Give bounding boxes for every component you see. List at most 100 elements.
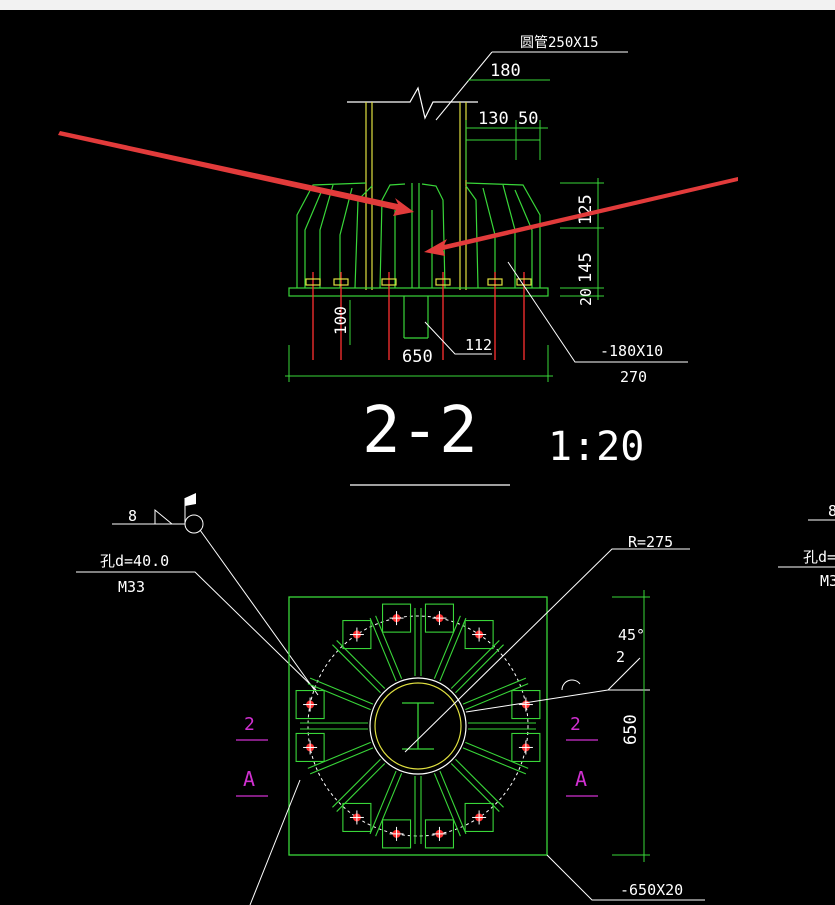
stiffener-rib-edge xyxy=(307,741,371,769)
center-web-plate xyxy=(411,183,420,288)
break-line xyxy=(347,86,478,120)
anchor-bolts-elevation xyxy=(312,272,525,360)
pipe-label: 圆管250X15 xyxy=(520,35,599,51)
stiffener-rib-edge xyxy=(336,640,386,689)
stiffeners-left xyxy=(296,182,406,289)
bolt-washer-plate xyxy=(295,732,325,763)
dim-180-label: 180 xyxy=(490,61,521,81)
weld-flag xyxy=(185,493,196,506)
edge-weld-label: 8 xyxy=(828,502,835,520)
section-mark-right-number: 2 xyxy=(570,714,581,735)
stiffeners-right xyxy=(421,182,541,289)
edge-hole-label: 孔d= xyxy=(803,548,835,566)
section-mark-left-number: 2 xyxy=(244,714,255,735)
stiffener-rib-edge xyxy=(332,758,381,808)
bolt-washer-plate xyxy=(381,603,412,633)
bolt-washer-plate xyxy=(511,732,541,763)
dim-650-label: 650 xyxy=(402,347,433,367)
section-mark-left: 2 A xyxy=(236,714,268,797)
washers-elevation xyxy=(305,278,532,286)
right-edge-partial: 8 孔d= M3 xyxy=(778,502,835,590)
annotation-arrow-left xyxy=(58,131,414,216)
stiffener-rib-edge xyxy=(439,617,467,682)
stiffener-rib-edge xyxy=(336,763,386,812)
dim-270-label: 270 xyxy=(620,368,647,386)
bolt-label: M33 xyxy=(118,578,145,596)
dim-650-vertical xyxy=(612,590,650,862)
angle-leader xyxy=(465,657,650,713)
stiffener-rib-edge xyxy=(369,617,397,682)
stiffener-rib-edge xyxy=(433,615,461,679)
section-mark-right: 2 A xyxy=(566,714,598,797)
bolt-washer-plate xyxy=(381,819,412,849)
base-plate-elevation xyxy=(288,287,549,297)
radial-stiffeners xyxy=(300,608,536,844)
stiffener-rib-edge xyxy=(375,615,403,679)
stiffener-rib-edge xyxy=(450,640,500,689)
radius-leader xyxy=(404,548,690,753)
dim-20-label: 20 xyxy=(577,288,595,306)
dim-50-label: 50 xyxy=(518,109,538,129)
anchor-bolts-plan xyxy=(295,603,541,849)
edge-bolt-label: M3 xyxy=(820,572,835,590)
stiffener-rib-edge xyxy=(439,770,467,835)
stiffener-rib-edge xyxy=(455,758,504,808)
bolt-washer-plate xyxy=(342,619,372,650)
stiffener-rib-edge xyxy=(455,644,504,694)
bolt-washer-plate xyxy=(342,802,372,833)
base-plate-plan xyxy=(288,596,548,856)
dim-145-label: 145 xyxy=(576,252,596,283)
dim-vertical-right xyxy=(560,178,604,300)
angle-label: 45° xyxy=(618,626,645,644)
stiffener-rib-edge xyxy=(462,747,527,775)
bolt-washer-plate xyxy=(464,802,494,833)
stiffener-plate-leader xyxy=(507,261,688,363)
stiffener-rib-edge xyxy=(465,741,529,769)
i-section xyxy=(402,702,434,750)
pipe-leader xyxy=(435,51,628,121)
pipe-outer xyxy=(369,677,467,775)
stiffener-plate-label: -180X10 xyxy=(600,342,663,360)
dim-650-vertical-label: 650 xyxy=(621,714,641,745)
section-2-2-elevation: 圆管250X15 180 130 50 125 145 20 xyxy=(285,35,688,486)
stiffener-rib-edge xyxy=(375,773,403,837)
hole-label: 孔d=40.0 xyxy=(100,552,169,570)
weld-size-label: 8 xyxy=(128,507,137,525)
weld-symbol xyxy=(112,498,319,696)
annotation-arrow-right xyxy=(424,177,738,256)
section-mark-left-letter: A xyxy=(243,767,255,791)
bolt-circle xyxy=(307,615,529,837)
angle-count-label: 2 xyxy=(616,648,625,666)
section-mark-right-letter: A xyxy=(575,767,587,791)
pipe-inner xyxy=(374,682,462,770)
dim-112-leader xyxy=(424,321,492,355)
annotation-arrows xyxy=(58,131,738,256)
dim-112-label: 112 xyxy=(465,336,492,354)
bolt-washer-plate xyxy=(464,619,494,650)
stiffener-rib-edge xyxy=(309,677,374,705)
stiffener-rib-edge xyxy=(465,683,529,711)
radius-label: R=275 xyxy=(628,533,673,551)
dim-125-label: 125 xyxy=(576,194,596,225)
stiffener-rib-edge xyxy=(307,683,371,711)
window-top-bar xyxy=(0,0,835,10)
lower-leader xyxy=(249,779,301,905)
hole-leader xyxy=(76,571,317,691)
stiffener-rib-edge xyxy=(369,770,397,835)
stiffener-rib-edge xyxy=(450,763,500,812)
bolt-washer-plate xyxy=(295,689,325,720)
section-scale: 1:20 xyxy=(548,424,644,470)
dim-130-label: 130 xyxy=(478,109,509,129)
base-plate-plan-view: 8 孔d=40.0 M33 R=275 xyxy=(76,493,835,905)
stiffener-rib-edge xyxy=(332,644,381,694)
section-title: 2-2 xyxy=(362,394,478,468)
bolt-washer-plate xyxy=(424,819,455,849)
stiffener-rib-edge xyxy=(309,747,374,775)
stiffener-rib-edge xyxy=(462,677,527,705)
base-plate-leader xyxy=(546,854,705,901)
bolt-washer-plate xyxy=(424,603,455,633)
base-plate-label: -650X20 xyxy=(620,881,683,899)
dim-130-50 xyxy=(465,120,548,180)
dim-650 xyxy=(285,345,553,382)
